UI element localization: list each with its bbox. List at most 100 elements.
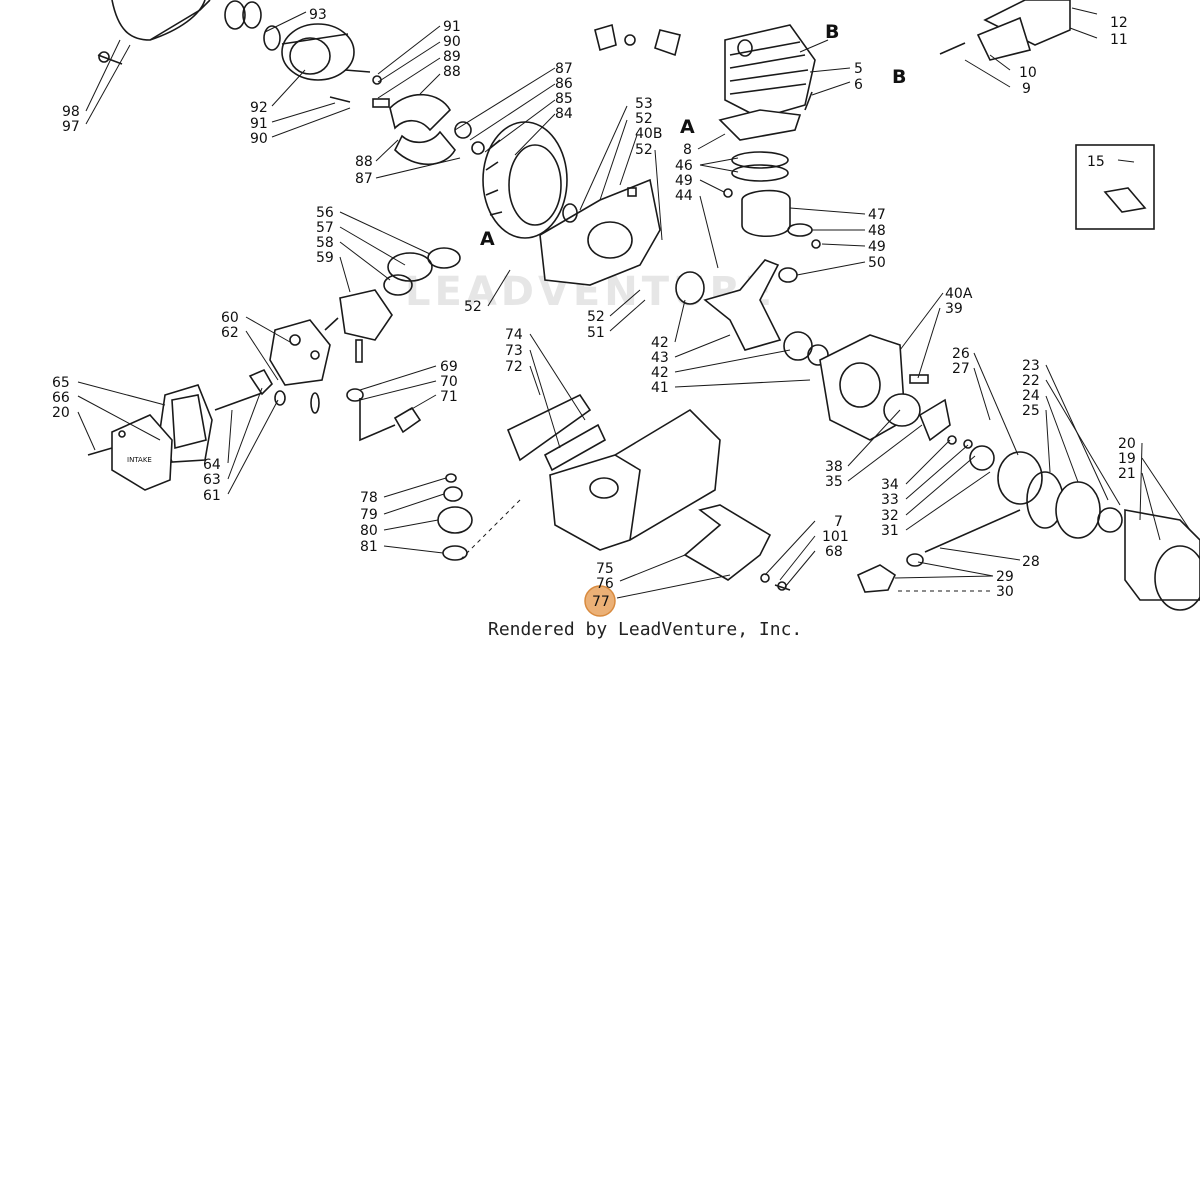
callout-label[interactable]: 87 [555, 61, 573, 77]
callout-label[interactable]: 24 [1022, 388, 1040, 404]
callout-label[interactable]: 19 [1118, 451, 1136, 467]
highlight-marker[interactable] [584, 585, 616, 617]
carburetor-part [339, 247, 461, 363]
fuel-line-part [346, 388, 422, 442]
callout-label[interactable]: 59 [316, 250, 334, 266]
callout-label[interactable]: 7 [834, 514, 843, 530]
callout-label[interactable]: 22 [1022, 373, 1040, 389]
muffler-part [939, 0, 1071, 61]
callout-label[interactable]: 62 [221, 325, 239, 341]
callout-label[interactable]: 86 [555, 76, 573, 92]
callout-label-highlighted[interactable]: 77 [592, 594, 610, 610]
callout-label[interactable]: 44 [675, 188, 693, 204]
crankcase-right-part [819, 334, 929, 441]
callout-label[interactable]: 98 [62, 104, 80, 120]
callout-label[interactable]: 6 [854, 77, 863, 93]
callout-label[interactable]: 52 [464, 299, 482, 315]
callout-label[interactable]: 20 [1118, 436, 1136, 452]
callout-label[interactable]: 80 [360, 523, 378, 539]
callout-label[interactable]: 69 [440, 359, 458, 375]
callout-label[interactable]: 12 [1110, 15, 1128, 31]
callout-label[interactable]: 52 [635, 111, 653, 127]
callout-label[interactable]: 5 [854, 61, 863, 77]
callout-label[interactable]: 8 [683, 142, 692, 158]
callout-label[interactable]: 26 [952, 346, 970, 362]
clutch-housing-part [97, 0, 211, 65]
section-letter-b: B [892, 66, 906, 88]
callout-label[interactable]: 87 [355, 171, 373, 187]
callout-label[interactable]: 40B [635, 126, 662, 142]
callout-label[interactable]: 70 [440, 374, 458, 390]
callout-label[interactable]: 9 [1022, 81, 1031, 97]
callout-label[interactable]: 52 [587, 309, 605, 325]
callout-label[interactable]: 57 [316, 220, 334, 236]
callout-label[interactable]: 91 [443, 19, 461, 35]
callout-label[interactable]: 89 [443, 49, 461, 65]
callout-label[interactable]: 76 [596, 576, 614, 592]
callout-label[interactable]: 33 [881, 492, 899, 508]
callout-label[interactable]: 61 [203, 488, 221, 504]
callout-label[interactable]: 75 [596, 561, 614, 577]
callout-label[interactable]: 29 [996, 569, 1014, 585]
callout-label[interactable]: 46 [675, 158, 693, 174]
callout-label[interactable]: 92 [250, 100, 268, 116]
callout-label[interactable]: 31 [881, 523, 899, 539]
callout-label[interactable]: 51 [587, 325, 605, 341]
callout-label[interactable]: 23 [1022, 358, 1040, 374]
starter-assembly-part [919, 398, 1200, 611]
callout-label[interactable]: 48 [868, 223, 886, 239]
callout-label[interactable]: 91 [250, 116, 268, 132]
callout-label[interactable]: 81 [360, 539, 378, 555]
callout-label[interactable]: 32 [881, 508, 899, 524]
callout-label[interactable]: 49 [868, 239, 886, 255]
callout-label[interactable]: 34 [881, 477, 899, 493]
callout-label[interactable]: 47 [868, 207, 886, 223]
callout-label[interactable]: 40A [945, 286, 973, 302]
callout-label[interactable]: 74 [505, 327, 523, 343]
callout-label[interactable]: 73 [505, 343, 523, 359]
callout-label[interactable]: 90 [443, 34, 461, 50]
callout-label[interactable]: 28 [1022, 554, 1040, 570]
callout-label[interactable]: 78 [360, 490, 378, 506]
callout-label[interactable]: 42 [651, 335, 669, 351]
callout-label[interactable]: 68 [825, 544, 843, 560]
callout-label[interactable]: 41 [651, 380, 669, 396]
callout-label[interactable]: 60 [221, 310, 239, 326]
callout-label[interactable]: 90 [250, 131, 268, 147]
section-letter-a: A [480, 228, 495, 250]
callout-label[interactable]: 50 [868, 255, 886, 271]
callout-label[interactable]: 93 [309, 7, 327, 23]
callout-label[interactable]: 39 [945, 301, 963, 317]
callout-label[interactable]: 35 [825, 474, 843, 490]
callout-label[interactable]: 97 [62, 119, 80, 135]
callout-label[interactable]: 27 [952, 361, 970, 377]
callout-label[interactable]: 64 [203, 457, 221, 473]
callout-label[interactable]: 20 [52, 405, 70, 421]
callout-label[interactable]: 56 [316, 205, 334, 221]
callout-label[interactable]: 58 [316, 235, 334, 251]
callout-label[interactable]: 84 [555, 106, 573, 122]
callout-label[interactable]: 85 [555, 91, 573, 107]
callout-label[interactable]: 42 [651, 365, 669, 381]
callout-label[interactable]: 88 [443, 64, 461, 80]
callout-label[interactable]: 88 [355, 154, 373, 170]
callout-label[interactable]: 49 [675, 173, 693, 189]
callout-label[interactable]: 11 [1110, 32, 1128, 48]
callout-label[interactable]: 10 [1019, 65, 1037, 81]
callout-label[interactable]: 38 [825, 459, 843, 475]
callout-label[interactable]: 25 [1022, 403, 1040, 419]
callout-label[interactable]: 30 [996, 584, 1014, 600]
callout-label[interactable]: 43 [651, 350, 669, 366]
choke-lever-part [214, 368, 320, 414]
callout-label[interactable]: 72 [505, 359, 523, 375]
callout-label[interactable]: 71 [440, 389, 458, 405]
callout-label[interactable]: 53 [635, 96, 653, 112]
callout-label[interactable]: 63 [203, 472, 221, 488]
callout-label[interactable]: 52 [635, 142, 653, 158]
callout-label[interactable]: 79 [360, 507, 378, 523]
callout-label[interactable]: 15 [1087, 154, 1105, 170]
callout-label[interactable]: 65 [52, 375, 70, 391]
callout-label[interactable]: 66 [52, 390, 70, 406]
callout-label[interactable]: 21 [1118, 466, 1136, 482]
callout-label[interactable]: 101 [822, 529, 849, 545]
